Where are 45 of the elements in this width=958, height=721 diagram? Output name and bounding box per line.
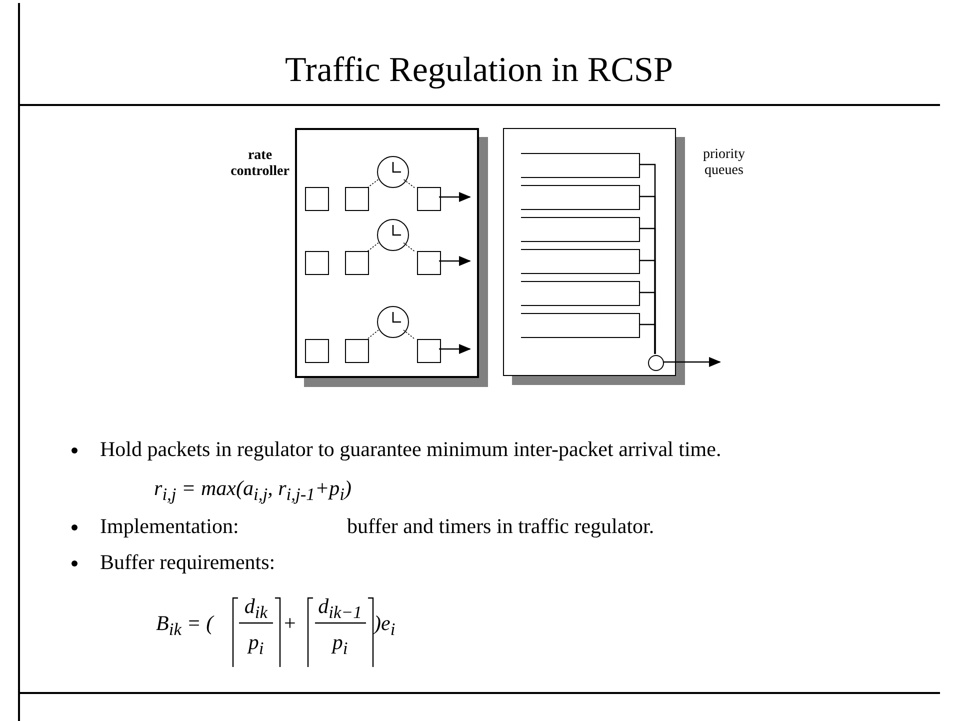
arrow <box>439 192 471 202</box>
formula-text: B$_{ik}$ = ( <box>156 611 214 640</box>
timer-clock <box>377 219 409 251</box>
connector-line <box>639 324 656 354</box>
body-text: buffer and timers in traffic regulator. <box>347 514 654 538</box>
arrow <box>439 344 471 354</box>
formula-text: d$_{ik−1}$ <box>318 594 362 622</box>
packet-square <box>305 187 329 211</box>
queue-buffer <box>521 185 640 210</box>
dotted-line <box>403 179 416 188</box>
arrow <box>439 256 471 266</box>
queue-buffer <box>521 217 640 242</box>
packet-square <box>417 339 441 363</box>
bullet-text: Hold packets in regulator to guarantee minimum inter-packet arrival time. <box>100 437 722 462</box>
formula-text: p$_{i}$ <box>248 630 264 658</box>
panel-label: priority queues <box>702 147 746 180</box>
bullet-text: Implementation: <box>100 514 239 538</box>
queue-buffer <box>521 313 640 338</box>
packet-square <box>345 339 369 363</box>
arrow <box>663 357 721 367</box>
formula-text: p$_{i}$ <box>332 630 348 658</box>
formula-text: r$_{i,j}$ = max(a$_{i,j}$, r$_{i,j-1}$+p$_{i}$) <box>154 476 352 504</box>
packet-square <box>345 251 369 275</box>
packet-square <box>305 339 329 363</box>
formula-text: d$_{ik}$ <box>244 594 268 622</box>
packet-square <box>345 187 369 211</box>
timer-clock <box>377 156 409 188</box>
queue-buffer <box>521 249 640 274</box>
packet-square <box>417 187 441 211</box>
packet-square <box>305 251 329 275</box>
slide-title: Traffic Regulation in RCSP <box>285 50 673 90</box>
dotted-line <box>366 179 379 188</box>
bullet-text: Buffer requirements: <box>100 550 276 574</box>
dotted-line <box>366 242 379 252</box>
panel-label: rate controller <box>230 148 290 180</box>
packet-square <box>417 251 441 275</box>
formula-text: + <box>284 611 296 636</box>
dotted-line <box>366 330 379 340</box>
server-circle <box>648 355 664 371</box>
queue-buffer <box>521 281 640 306</box>
dotted-line <box>403 242 416 252</box>
dotted-line <box>403 330 416 340</box>
timer-clock <box>377 306 409 338</box>
formula-text: )e$_{i}$ <box>374 611 396 640</box>
queue-buffer <box>521 153 640 178</box>
